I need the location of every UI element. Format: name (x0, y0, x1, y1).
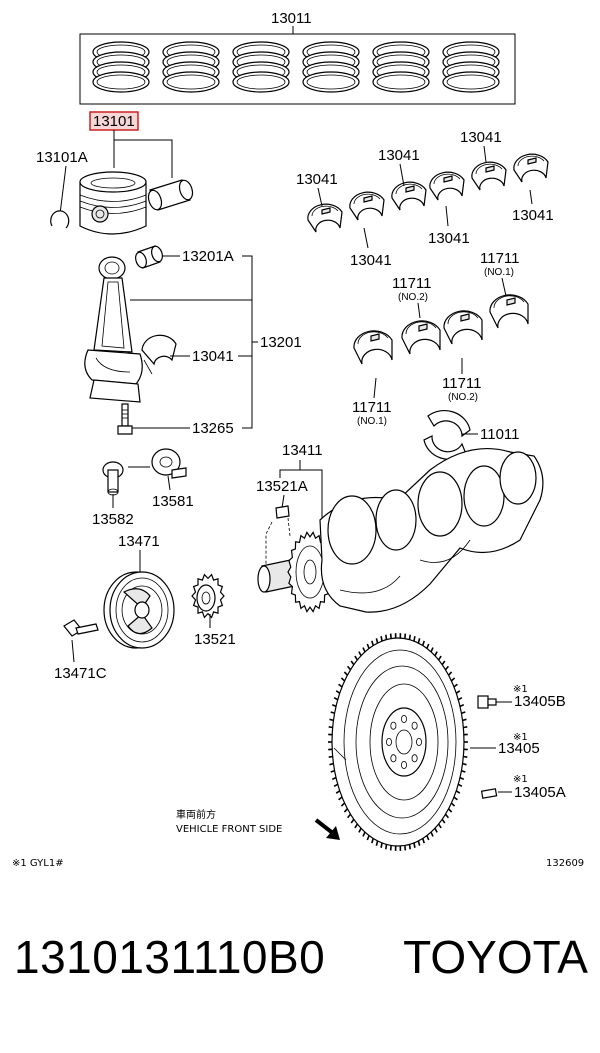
mark-1-b: ※1 (513, 732, 528, 743)
label-13041-d[interactable]: 13041 (350, 252, 392, 269)
direction-arrow-icon (314, 818, 340, 840)
label-11711-no2-bot-sub: (NO.2) (448, 392, 478, 403)
label-11711-no2-bot[interactable]: 11711 (442, 375, 482, 392)
pulley-bolt[interactable] (102, 461, 124, 496)
label-13201a[interactable]: 13201A (182, 248, 234, 265)
crankshaft-key[interactable] (275, 505, 290, 519)
label-11711-no2-top-sub: (NO.2) (398, 292, 428, 303)
bearing-13041-3[interactable] (391, 181, 427, 211)
pin-bushing[interactable] (134, 245, 164, 269)
piston-ring (92, 41, 150, 93)
note-gyl1: ※1 GYL1# (12, 858, 64, 869)
piston-ring (442, 41, 500, 93)
main-bearing-11711-1[interactable] (353, 330, 393, 365)
diagram-id: 132609 (546, 858, 584, 869)
label-13265[interactable]: 13265 (192, 420, 234, 437)
crankshaft[interactable] (257, 447, 544, 613)
label-11011[interactable]: 11011 (480, 426, 520, 443)
vehicle-front-jp: 車両前方 (176, 808, 216, 821)
label-13041-a[interactable]: 13041 (296, 171, 338, 188)
label-13581[interactable]: 13581 (152, 493, 194, 510)
label-13041-b[interactable]: 13041 (378, 147, 420, 164)
conrod-bolt[interactable] (117, 403, 133, 435)
connecting-rod[interactable] (84, 256, 143, 403)
vehicle-front-en: VEHICLE FRONT SIDE (176, 824, 282, 835)
bearing-13041-5[interactable] (471, 161, 507, 191)
timing-gear[interactable] (191, 573, 225, 619)
bearing-13041-1[interactable] (307, 203, 343, 233)
mark-1-a: ※1 (513, 684, 528, 695)
bearing-13041-6[interactable] (513, 153, 549, 183)
label-13041-e[interactable]: 13041 (428, 230, 470, 247)
label-13521[interactable]: 13521 (194, 631, 236, 648)
piston-ring-set[interactable] (79, 26, 516, 105)
footer: 1310131110B0 TOYOTA (0, 930, 600, 1020)
label-13041-conrod[interactable]: 13041 (192, 348, 234, 365)
label-13011[interactable]: 13011 (271, 10, 312, 27)
flywheel-bolt-a[interactable] (480, 788, 498, 799)
piston-ring (302, 41, 360, 93)
part-number: 1310131110B0 (14, 931, 326, 983)
crankshaft-pulley[interactable] (103, 571, 175, 649)
label-13471[interactable]: 13471 (118, 533, 160, 550)
piston-ring (162, 41, 220, 93)
label-13405a[interactable]: 13405A (514, 784, 566, 801)
piston-pin[interactable] (146, 179, 195, 212)
pulley-bolt-13471c[interactable] (63, 619, 99, 637)
label-13041-c[interactable]: 13041 (460, 129, 502, 146)
label-13405b[interactable]: 13405B (514, 693, 566, 710)
label-11711-no1-top[interactable]: 11711 (480, 250, 520, 267)
flywheel-bolt-b[interactable] (477, 695, 497, 709)
conrod-bearing[interactable] (141, 334, 177, 375)
parts-diagram: 13011 13101 13101A 13201A (12, 10, 584, 869)
label-13471c[interactable]: 13471C (54, 665, 107, 682)
label-11711-no1-bot[interactable]: 11711 (352, 399, 392, 416)
piston-ring (372, 41, 430, 93)
label-13411[interactable]: 13411 (282, 442, 323, 459)
label-11711-no1-top-sub: (NO.1) (484, 267, 514, 278)
label-13405[interactable]: 13405 (498, 740, 540, 757)
label-13201[interactable]: 13201 (260, 334, 302, 351)
mark-1-c: ※1 (513, 774, 528, 785)
pulley-washer[interactable] (151, 448, 187, 479)
label-11711-no1-bot-sub: (NO.1) (357, 416, 387, 427)
label-11711-no2-top[interactable]: 11711 (392, 275, 432, 292)
main-bearing-11711-3[interactable] (443, 310, 483, 345)
piston[interactable] (79, 171, 147, 235)
bearing-13041-2[interactable] (349, 191, 385, 221)
label-13582[interactable]: 13582 (92, 511, 134, 528)
label-13041-f[interactable]: 13041 (512, 207, 554, 224)
main-bearing-11711-4[interactable] (489, 294, 529, 329)
brand-name: TOYOTA (403, 931, 588, 983)
label-13521a[interactable]: 13521A (256, 478, 308, 495)
label-13101[interactable]: 13101 (93, 113, 135, 130)
thrust-washer[interactable] (423, 409, 471, 461)
snap-ring[interactable] (50, 210, 70, 229)
main-bearing-11711-2[interactable] (401, 320, 441, 355)
label-13101a[interactable]: 13101A (36, 149, 88, 166)
flywheel[interactable] (328, 633, 468, 851)
bearing-13041-4[interactable] (429, 171, 465, 201)
piston-ring (232, 41, 290, 93)
